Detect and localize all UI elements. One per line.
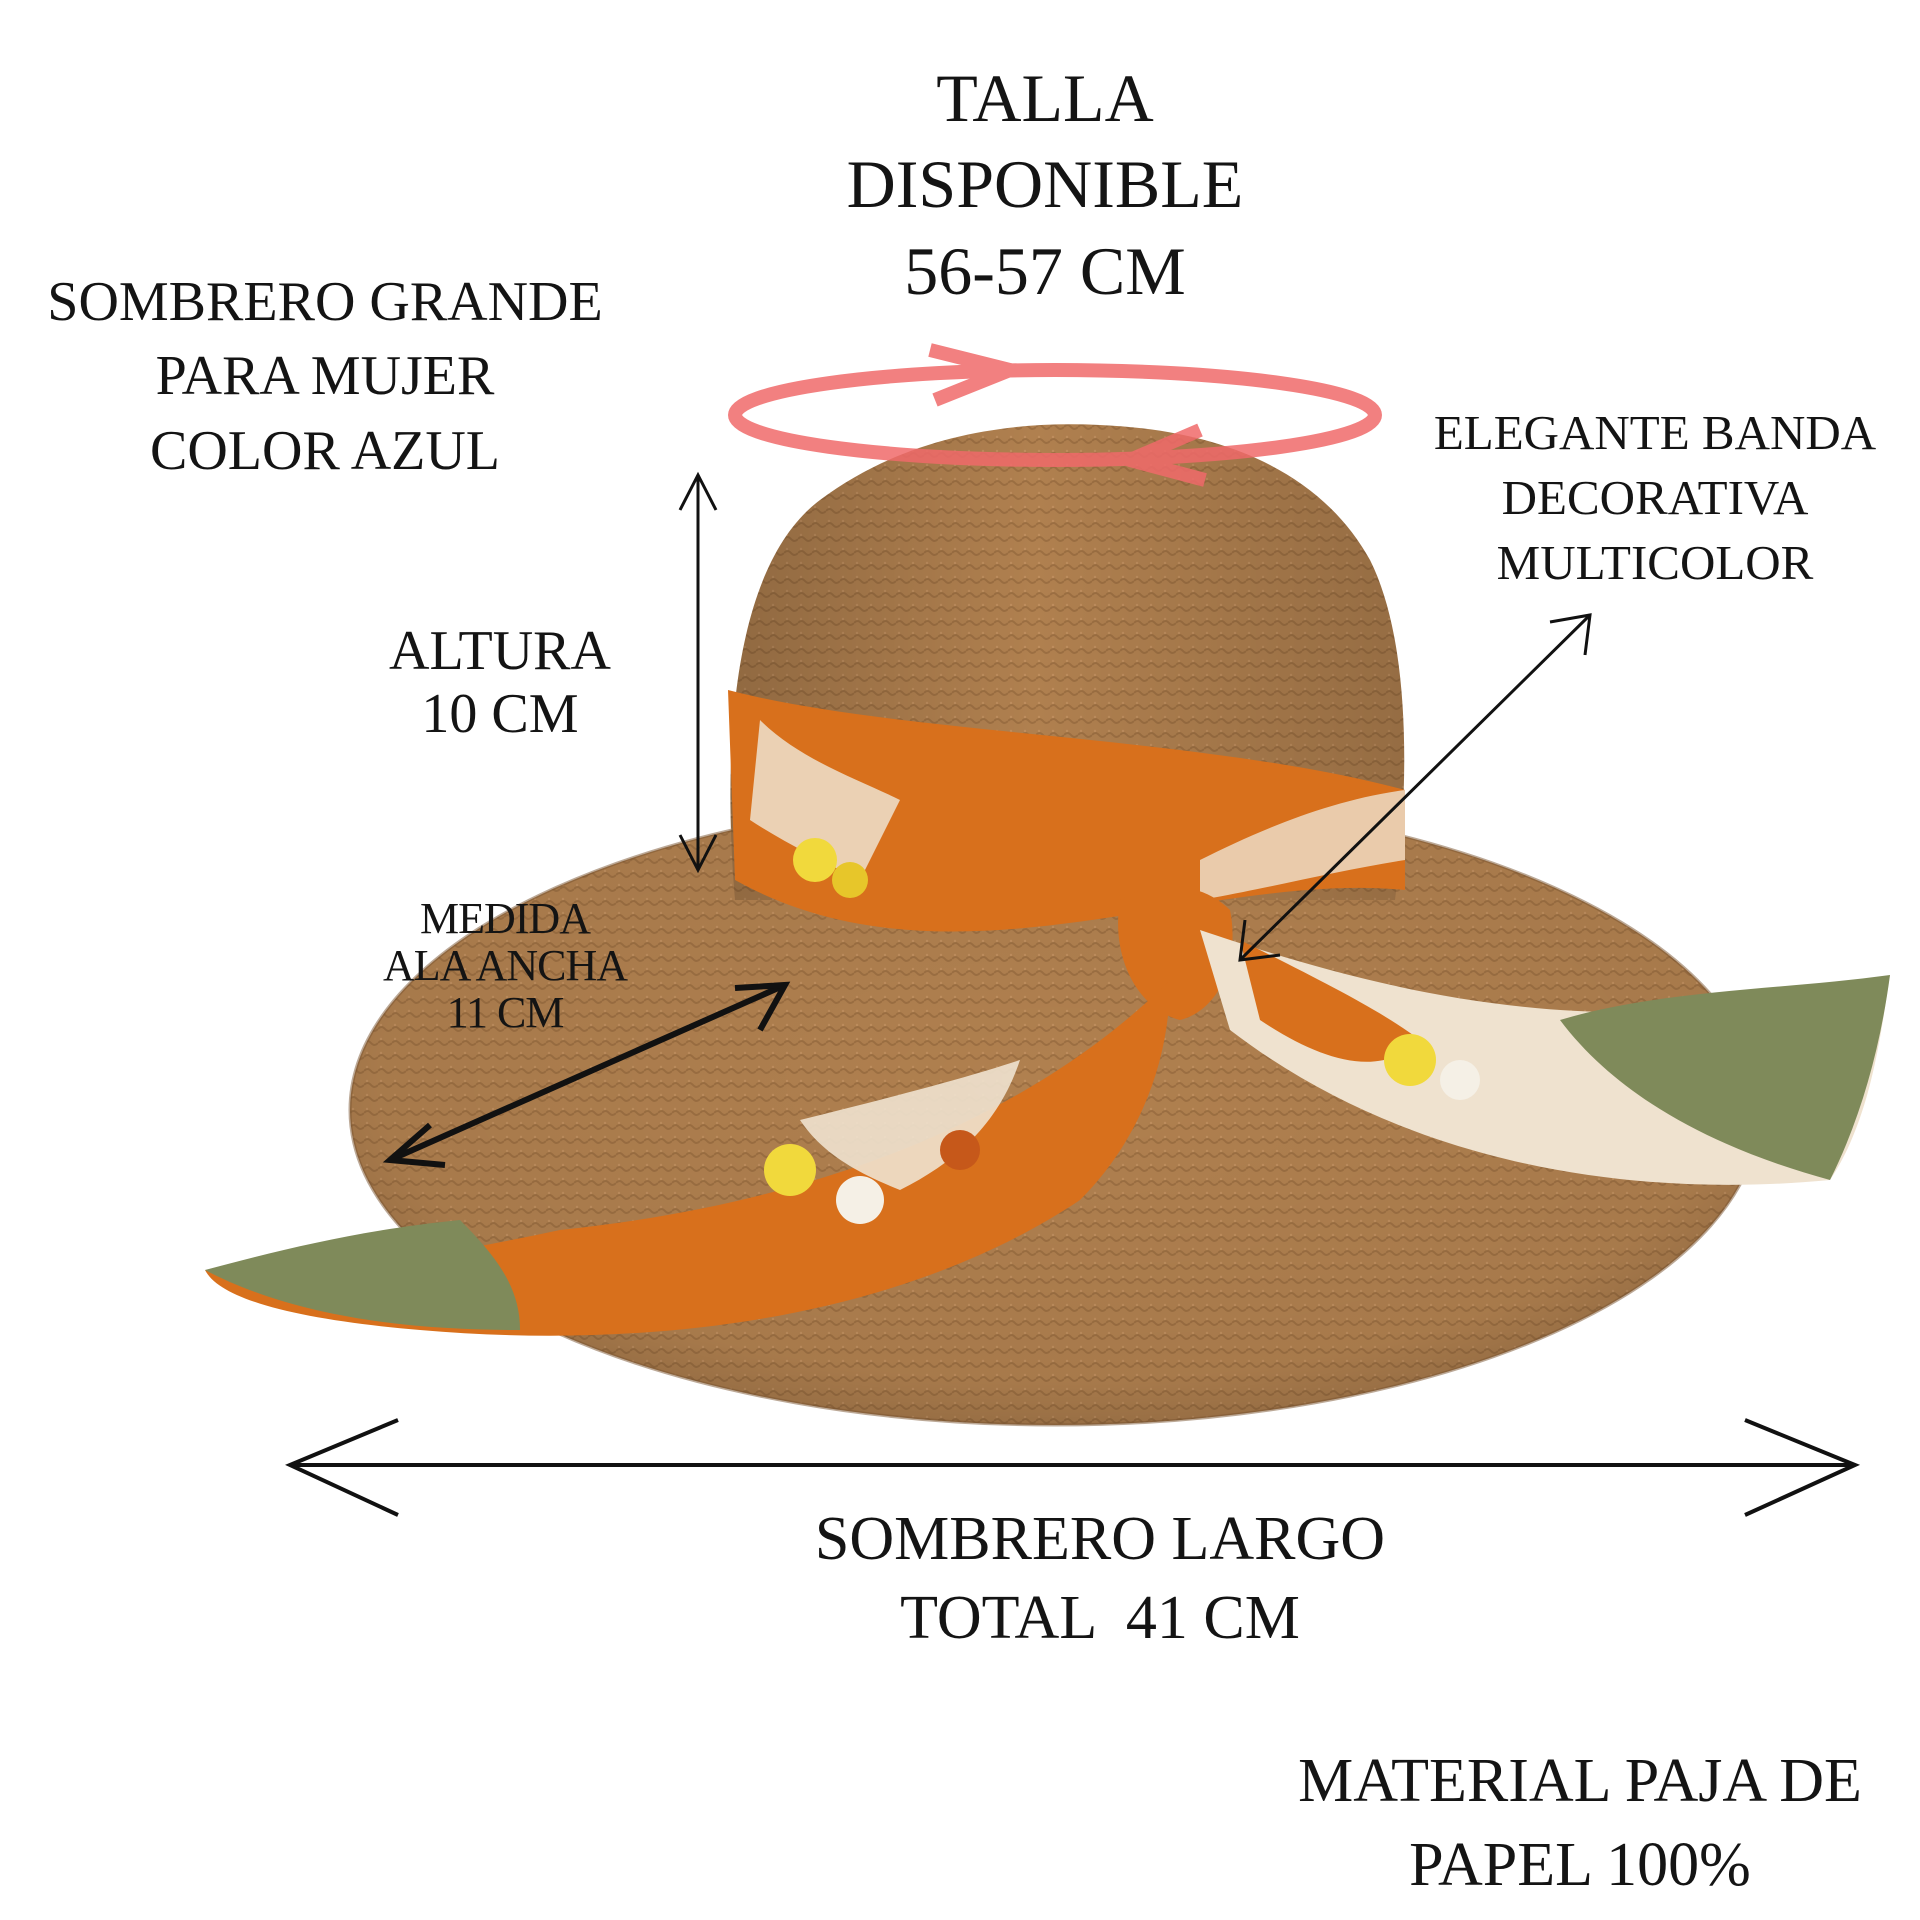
- length-label-line-1: SOMBRERO LARGO: [814, 1505, 1386, 1573]
- length-label: SOMBRERO LARGO TOTAL 41 CM: [750, 1500, 1450, 1657]
- band-arrow: [1238, 613, 1592, 962]
- size-ring: [728, 343, 1382, 487]
- decorative-band: [205, 690, 1890, 1336]
- brim-label-line-3: 11 CM: [446, 988, 565, 1038]
- product-title-line-3: COLOR AZUL: [150, 419, 500, 482]
- size-label-line-1: TALLA: [936, 60, 1154, 136]
- length-arrow: [285, 1418, 1861, 1517]
- product-title-line-2: PARA MUJER: [155, 345, 495, 408]
- material-label-line-2: PAPEL 100%: [1409, 1830, 1751, 1899]
- brim-label-line-2: ALA ANCHA: [382, 941, 628, 991]
- brim-label-line-1: MEDIDA: [420, 894, 591, 943]
- size-label-line-3: 56-57 CM: [904, 232, 1186, 309]
- band-label-line-3: MULTICOLOR: [1496, 535, 1814, 591]
- band-label-line-1: ELEGANTE BANDA: [1433, 405, 1877, 460]
- height-label-line-1: ALTURA: [389, 620, 611, 682]
- size-label-line-2: DISPONIBLE: [846, 146, 1244, 223]
- material-label-line-1: MATERIAL PAJA DE: [1298, 1747, 1862, 1815]
- product-title: SOMBRERO GRANDE PARA MUJER COLOR AZUL: [0, 265, 650, 488]
- band-label-line-2: DECORATIVA: [1501, 470, 1809, 526]
- band-label: ELEGANTE BANDA DECORATIVA MULTICOLOR: [1395, 400, 1915, 595]
- height-arrow: [678, 471, 718, 874]
- product-title-line-1: SOMBRERO GRANDE: [47, 271, 603, 333]
- material-label: MATERIAL PAJA DE PAPEL 100%: [1240, 1740, 1920, 1907]
- height-label-line-2: 10 CM: [421, 682, 579, 745]
- size-label: TALLA DISPONIBLE 56-57 CM: [830, 55, 1260, 314]
- height-label: ALTURA 10 CM: [350, 620, 650, 745]
- brim-label: MEDIDA ALA ANCHA 11 CM: [345, 895, 665, 1036]
- length-label-line-2: TOTAL 41 CM: [900, 1583, 1300, 1652]
- brim-width-arrow: [382, 981, 791, 1168]
